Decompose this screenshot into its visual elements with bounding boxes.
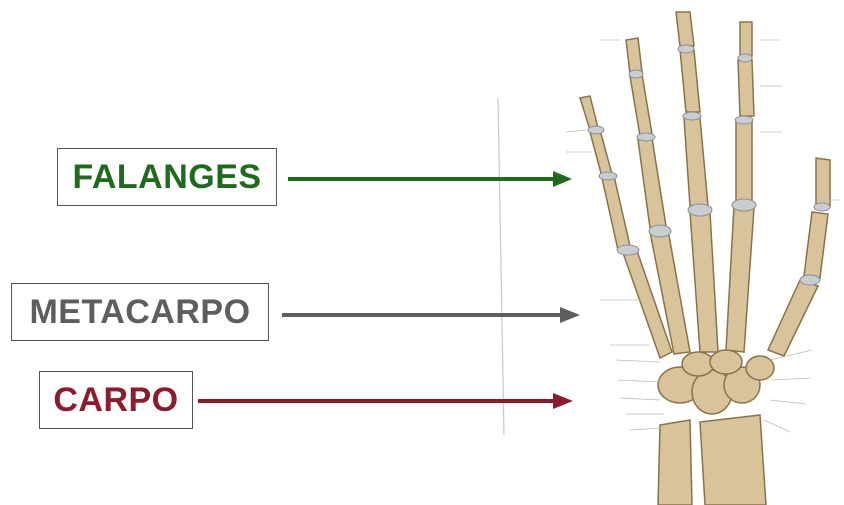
hand-skeleton-icon [580,12,830,505]
arrow-metacarpo [282,307,580,323]
label-falanges-text: FALANGES [72,158,261,197]
label-metacarpo-text: METACARPO [29,293,250,332]
guide-line [498,98,504,435]
label-falanges: FALANGES [57,148,277,206]
arrow-carpo [198,393,573,409]
label-carpo: CARPO [39,371,193,429]
arrow-falanges [288,171,572,187]
label-carpo-text: CARPO [53,381,178,420]
label-metacarpo: METACARPO [11,283,269,341]
